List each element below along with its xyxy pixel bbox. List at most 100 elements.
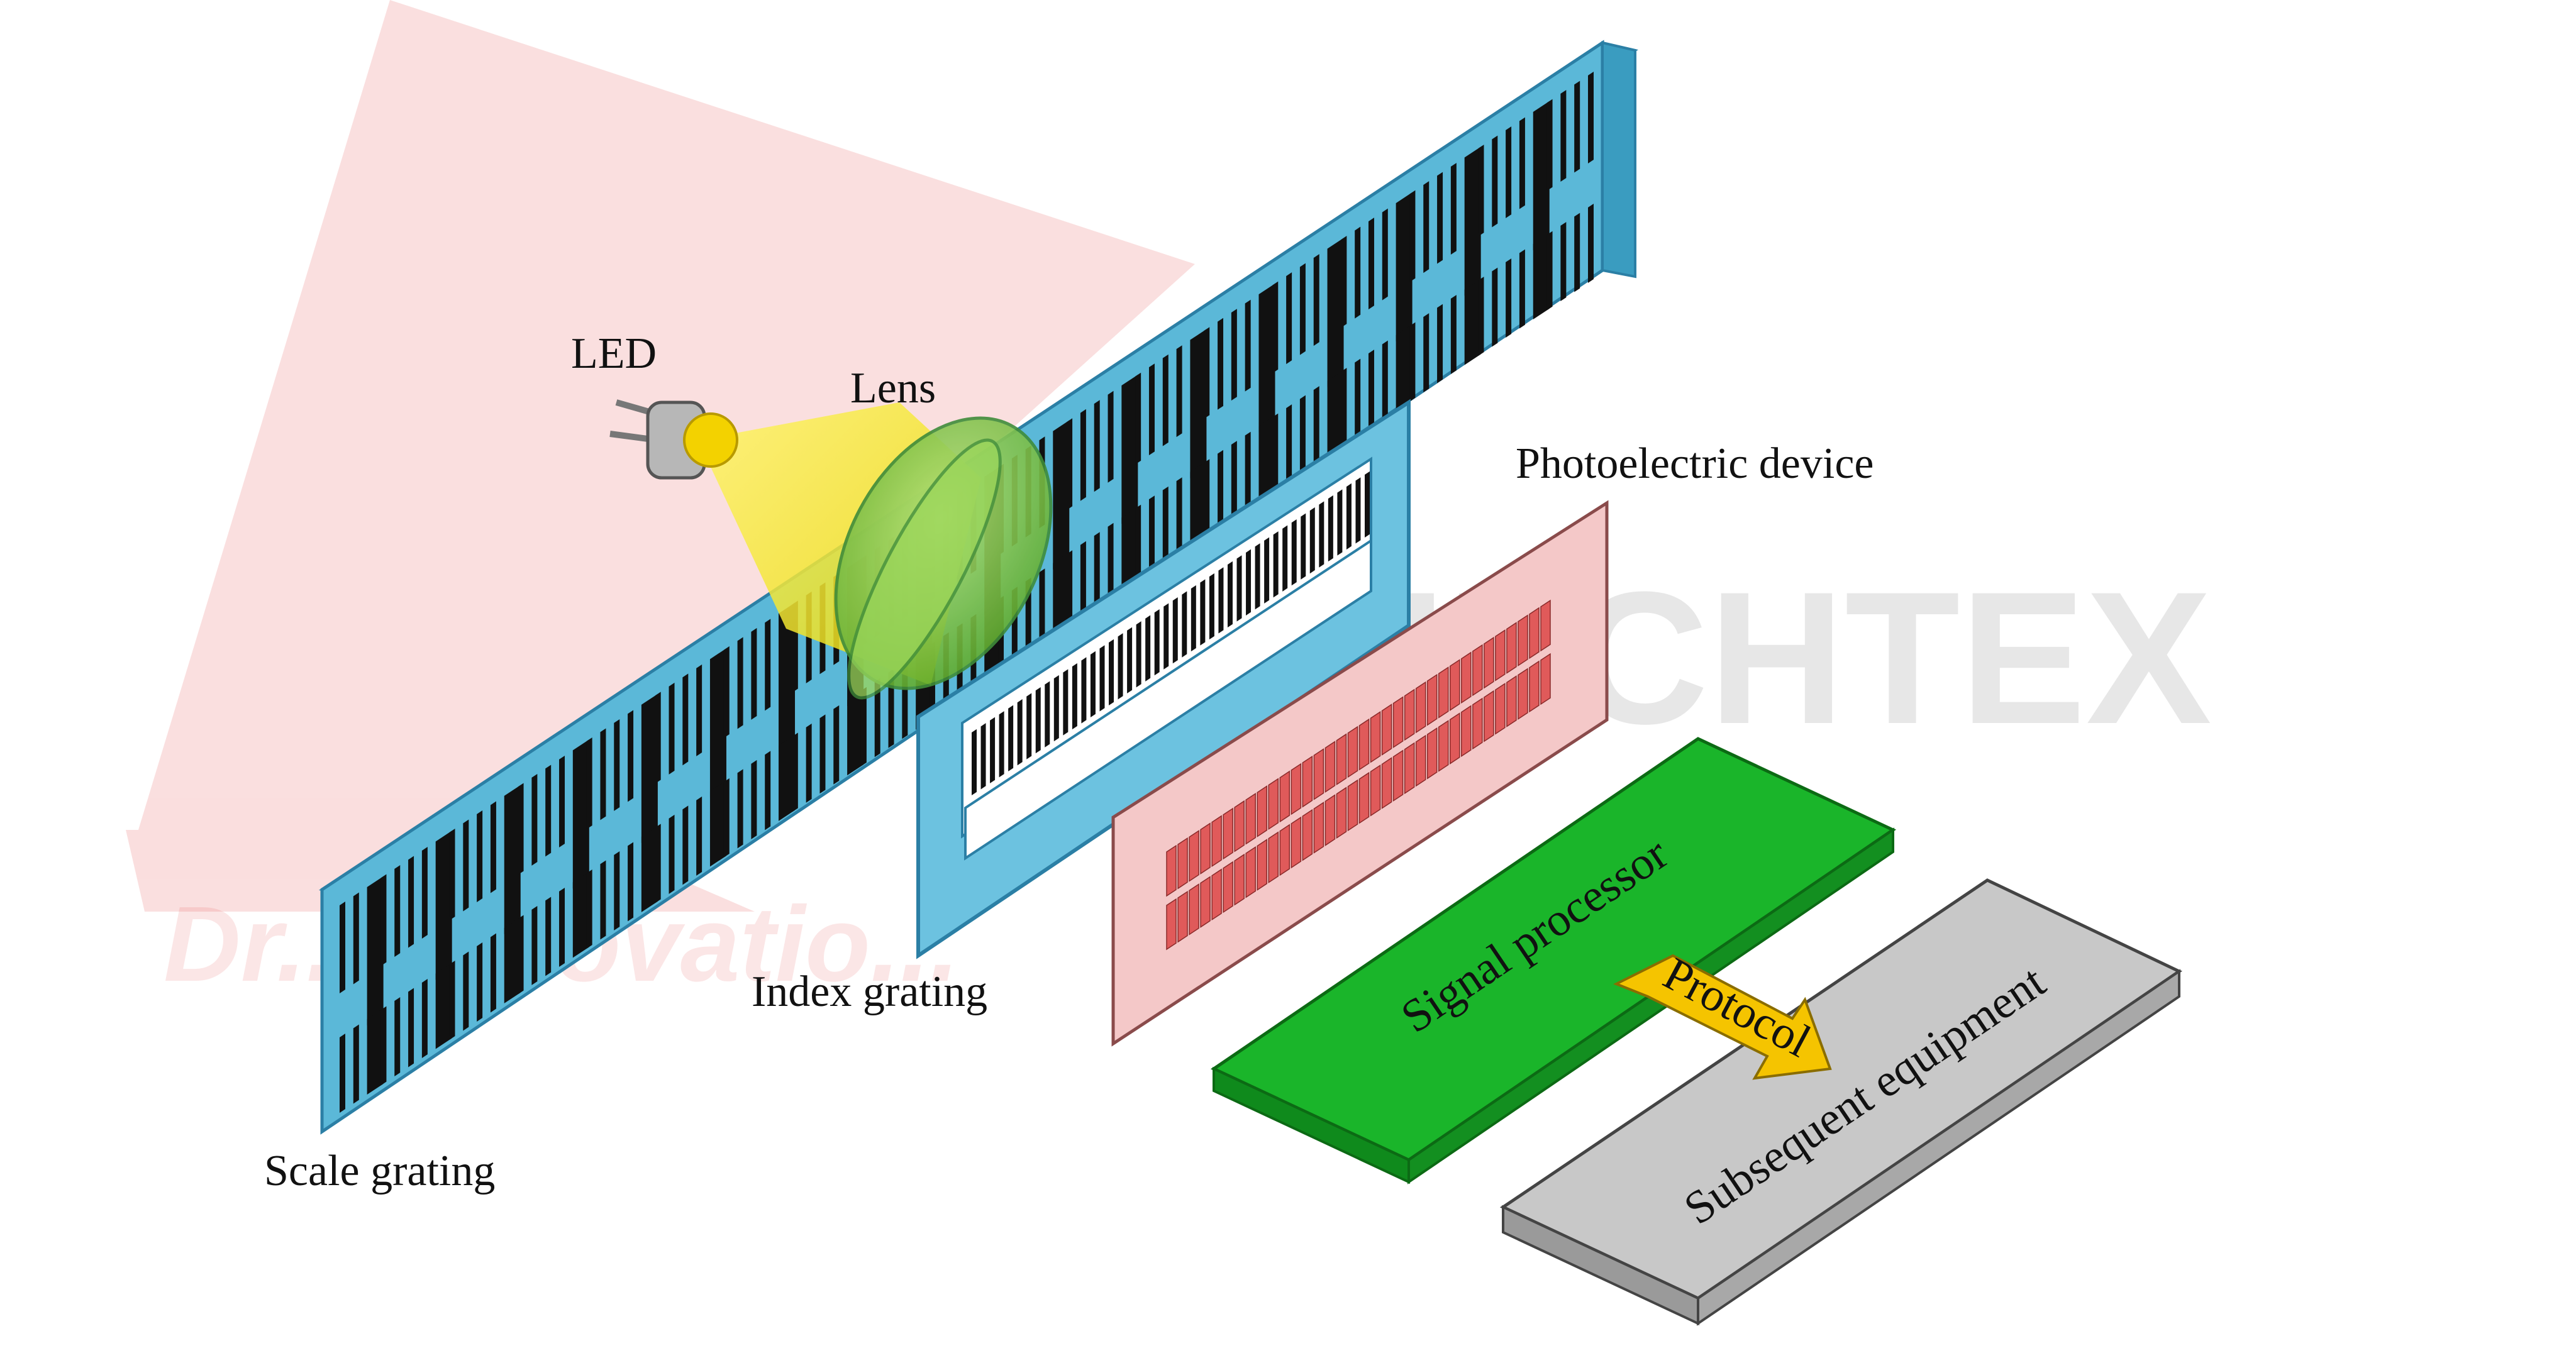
- scale-grating-line: [1560, 90, 1567, 182]
- scale-grating-line: [408, 856, 414, 948]
- scale-grating-line: [1176, 345, 1182, 438]
- photo-cell: [1438, 720, 1449, 772]
- scale-grating-line: [1533, 101, 1550, 251]
- scale-grating-line: [628, 710, 634, 802]
- scale-grating-line: [1094, 532, 1100, 612]
- scale-grating-line: [449, 961, 455, 1040]
- lens: [834, 416, 1053, 700]
- photo-cell: [1234, 853, 1245, 906]
- photo-cell: [1291, 816, 1302, 869]
- photo-cell: [1279, 824, 1291, 876]
- scale-grating-line: [545, 765, 552, 857]
- scale-grating-line: [1162, 354, 1169, 446]
- scale-grating-line: [655, 692, 661, 784]
- photo-cell: [1358, 771, 1370, 824]
- scale-grating-line: [1464, 279, 1481, 365]
- photo-cell: [1415, 734, 1426, 787]
- photo-cell: [1166, 898, 1177, 951]
- photo-cell: [1495, 682, 1506, 735]
- index-grating-line: [1328, 495, 1333, 562]
- scale-grating-line: [792, 732, 798, 812]
- index-grating-line: [1053, 675, 1059, 742]
- scale-grating-line: [709, 780, 726, 867]
- scale-grating-line: [1341, 368, 1347, 448]
- photo-cell: [1450, 712, 1460, 765]
- scale-grating-line: [723, 646, 730, 738]
- scale-grating-line: [531, 773, 538, 866]
- scale-grating-line: [421, 847, 428, 939]
- scale-grating-line: [1355, 358, 1361, 438]
- scale-grating-line: [669, 814, 675, 894]
- scale-grating-line: [1286, 272, 1292, 365]
- photo-cell: [1313, 748, 1324, 800]
- photo-cell: [1166, 844, 1177, 897]
- scale-grating-line: [1423, 313, 1430, 393]
- photo-cell: [1381, 704, 1392, 756]
- scale-grating-line: [1450, 295, 1457, 375]
- index-grating-line: [1045, 681, 1050, 748]
- scale-grating-line: [380, 1006, 387, 1086]
- scale-grating-line: [614, 719, 620, 811]
- index-grating-line: [1145, 615, 1151, 682]
- scale-grating-line: [1464, 146, 1481, 296]
- scale-grating-line: [1396, 324, 1413, 411]
- index-grating-cutout: [964, 538, 1372, 861]
- scale-grating-line: [1478, 145, 1484, 237]
- index-grating-line: [1017, 699, 1023, 766]
- scale-grating-line: [1053, 552, 1070, 639]
- scale-grating-line: [408, 988, 414, 1068]
- scale-grating-line: [847, 689, 864, 776]
- scale-grating-line: [1299, 263, 1306, 355]
- photo-cell: [1426, 727, 1438, 780]
- index-grating: [916, 399, 1411, 959]
- photo-cell: [1257, 839, 1267, 891]
- photo-cell: [1223, 807, 1233, 860]
- scale-grating-line: [723, 778, 730, 858]
- photo-cell: [1245, 792, 1256, 845]
- scale-grating-line: [682, 673, 689, 766]
- scale-grating-line: [572, 871, 589, 958]
- scale-grating-line: [600, 860, 606, 940]
- scale-grating-line: [779, 734, 796, 821]
- photo-cell: [1450, 659, 1460, 711]
- photo-cell: [1404, 742, 1415, 795]
- scale-grating-line: [1313, 254, 1319, 346]
- index-grating-line: [1227, 561, 1233, 628]
- scale-grating-line: [1382, 340, 1388, 420]
- scale-grating-line: [1258, 415, 1275, 502]
- photo-cell: [1291, 763, 1302, 815]
- photo-cell: [1461, 705, 1472, 758]
- photo-cell: [1279, 770, 1291, 823]
- scale-grating-line: [380, 874, 387, 966]
- photo-cell: [1392, 696, 1404, 749]
- scale-grating-line: [1190, 329, 1207, 478]
- scale-grating-line: [696, 796, 702, 876]
- scale-grating-line: [340, 902, 345, 993]
- scale-grating-line: [819, 714, 826, 794]
- photoelectric-label: Photoelectric device: [1516, 439, 1874, 488]
- photo-cell: [1529, 660, 1540, 713]
- scale-grating-line: [1355, 226, 1361, 319]
- index-grating-line: [1172, 597, 1178, 664]
- scale-grating-line: [641, 825, 658, 912]
- scale-grating-line: [1039, 568, 1045, 648]
- photoelectric-panel: [1111, 500, 1609, 1047]
- index-grating-line: [1081, 657, 1087, 724]
- scale-grating-line: [394, 997, 401, 1076]
- photo-cell: [1245, 846, 1256, 898]
- photoelectric-device: [1111, 500, 1609, 1047]
- scale-grating-line: [1204, 327, 1210, 419]
- scale-grating-line: [367, 1008, 384, 1095]
- photo-cell: [1302, 755, 1313, 808]
- scale-grating-line: [806, 723, 812, 803]
- photo-cell: [1415, 681, 1426, 734]
- photo-cell: [1518, 668, 1528, 720]
- scale-grating-line: [1231, 309, 1237, 401]
- scale-grating-line: [1067, 550, 1073, 630]
- scale-grating-line: [1108, 390, 1114, 483]
- scale-grating-line: [1519, 249, 1525, 329]
- scale-grating-line: [559, 755, 565, 847]
- scale-grating-line: [1533, 233, 1550, 320]
- scale-grating-line: [860, 687, 867, 766]
